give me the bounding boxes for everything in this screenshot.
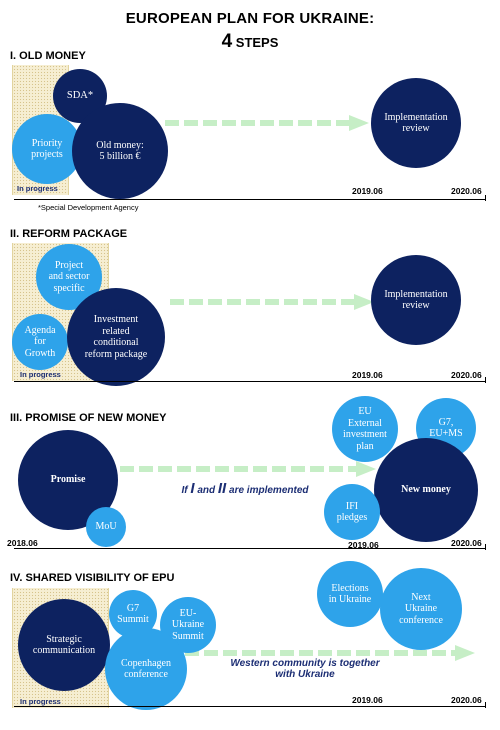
section-3-date-end: 2020.06 (451, 538, 482, 548)
western-community-line-1: Western community is together (230, 658, 380, 669)
section-4-timeline (14, 706, 486, 707)
western-community-line-2: with Ukraine (275, 669, 335, 680)
section-2-in-progress-label: In progress (20, 370, 61, 379)
copenhagen-conference-circle: Copenhagen conference (105, 628, 187, 710)
section-4-tick-end (485, 702, 486, 708)
new-money-circle: New money (374, 438, 478, 542)
strategic-communication-circle: Strategic communication (18, 599, 110, 691)
section-1-in-progress-label: In progress (17, 184, 58, 193)
old-money-circle: Old money: 5 billion € (72, 103, 168, 199)
investment-reform-circle: Investment related conditional reform pa… (67, 288, 165, 386)
section-1-date-mid: 2019.06 (352, 186, 383, 196)
section-2-arrow (170, 294, 374, 310)
section-2-heading: II. REFORM PACKAGE (10, 228, 128, 240)
main-title: EUROPEAN PLAN FOR UKRAINE: (125, 10, 375, 27)
section-2-tick-end (485, 377, 486, 383)
section-3-arrow (120, 461, 376, 477)
eu-external-investment-circle: EU External investment plan (332, 396, 398, 462)
steps-number: 4 (221, 31, 233, 52)
section-4-date-end: 2020.06 (451, 695, 482, 705)
elections-ukraine-circle: Elections in Ukraine (317, 561, 383, 627)
section-4-in-progress-label: In progress (20, 697, 61, 706)
section-2-date-end: 2020.06 (451, 370, 482, 380)
section-1-date-end: 2020.06 (451, 186, 482, 196)
priority-projects-circle: Priority projects (12, 114, 82, 184)
next-ukraine-conference-circle: Next Ukraine conference (380, 568, 462, 650)
section-4-arrow (185, 645, 475, 661)
section-4-heading: IV. SHARED VISIBILITY OF EPU (10, 572, 175, 584)
section-1-heading: I. OLD MONEY (10, 50, 86, 62)
section-2-timeline (14, 381, 486, 382)
g7-eu-ms-circle: G7, EU+MS (416, 398, 476, 458)
ifi-pledges-circle: IFI pledges (324, 484, 380, 540)
steps-label: STEPS (232, 35, 279, 50)
eu-ukraine-summit-circle: EU- Ukraine Summit (160, 597, 216, 653)
mou-circle: MoU (86, 507, 126, 547)
section-2-date-mid: 2019.06 (352, 370, 383, 380)
implementation-review-circle-1: Implementation review (371, 78, 461, 168)
section-1-arrow (165, 115, 369, 131)
section-4-date-mid: 2019.06 (352, 695, 383, 705)
sda-footnote: *Special Development Agency (38, 203, 139, 212)
section-3-condition-text: If I and II are implemented (181, 480, 309, 497)
agenda-growth-circle: Agenda for Growth (12, 314, 68, 370)
implementation-review-circle-2: Implementation review (371, 255, 461, 345)
section-3-timeline (14, 548, 486, 549)
section-3-date-mid: 2019.06 (348, 540, 379, 550)
main-subtitle: 4 STEPS (0, 31, 500, 53)
section-3-heading: III. PROMISE OF NEW MONEY (10, 412, 167, 424)
section-3-tick-end (485, 544, 486, 550)
section-1-tick-end (485, 195, 486, 201)
section-1-timeline (14, 199, 486, 200)
section-3-date-start: 2018.06 (7, 538, 38, 548)
